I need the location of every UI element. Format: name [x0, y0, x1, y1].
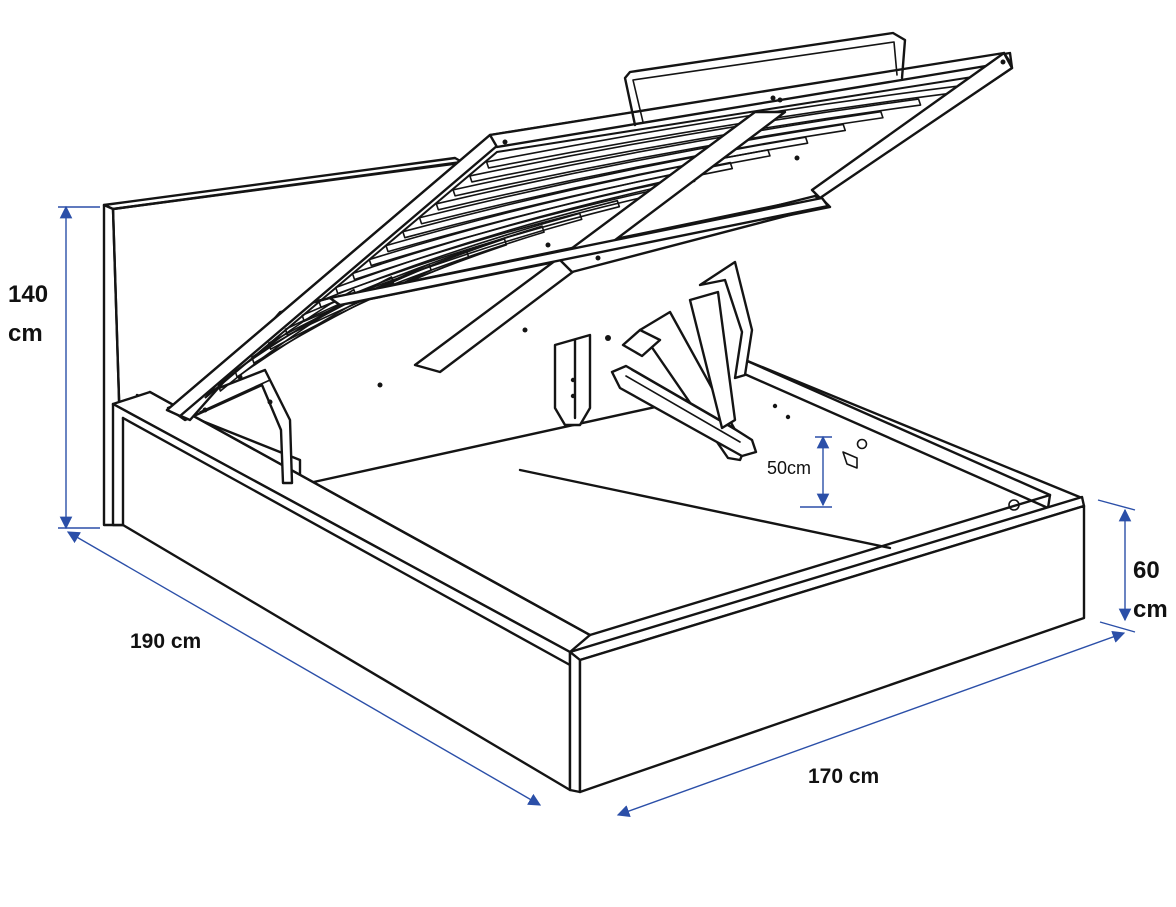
frame-height-value-label: 60: [1133, 557, 1160, 584]
rail-hole: [856, 438, 868, 450]
slat: [452, 110, 884, 197]
slatted-base: [165, 31, 1014, 422]
dimension-lines: [58, 205, 1136, 818]
length-dim-line: [66, 531, 542, 806]
clearance-label: 50cm: [767, 458, 811, 478]
width-dim-line: [616, 630, 1126, 818]
lock-bracket: [842, 451, 858, 469]
dimension-labels: 140 cm 190 cm 170 cm 60 cm 50cm: [8, 281, 1168, 788]
width-label: 170 cm: [808, 765, 879, 788]
height-value-label: 140: [8, 281, 48, 308]
length-label: 190 cm: [130, 630, 201, 653]
height-unit-label: cm: [8, 320, 43, 347]
slat: [435, 123, 847, 211]
slat: [318, 212, 583, 309]
lift-mechanism-right: [610, 260, 758, 462]
slat: [385, 161, 734, 253]
frame-height-unit-label: cm: [1133, 596, 1168, 623]
slat: [418, 136, 809, 225]
slat: [401, 149, 771, 239]
center-support: [553, 333, 611, 427]
slat: [469, 98, 922, 183]
